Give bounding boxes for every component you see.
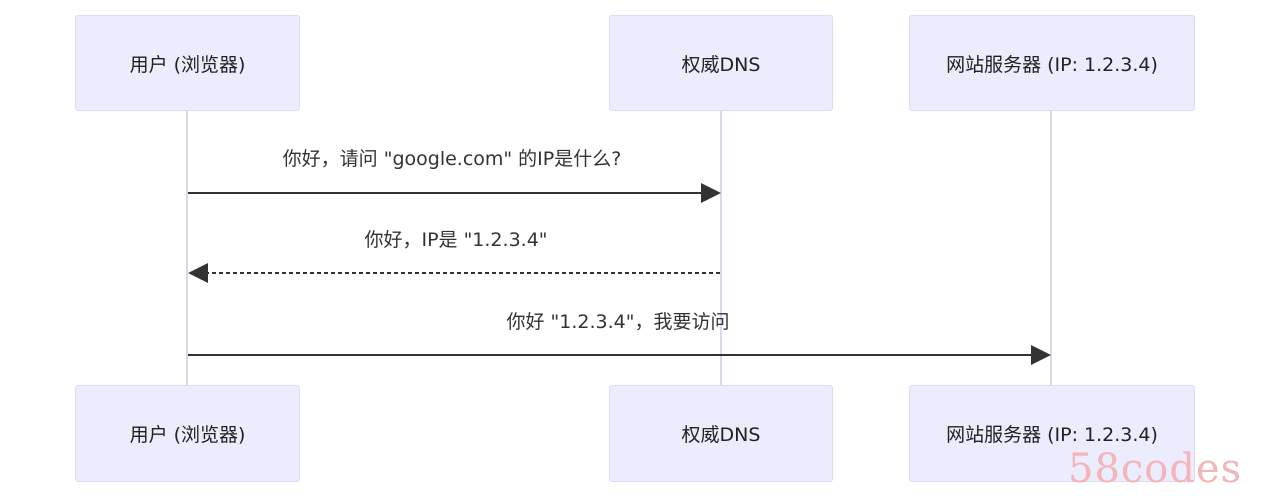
message-label-1: 你好，请问 "google.com" 的IP是什么? <box>282 148 622 170</box>
actor-server-bottom: 网站服务器 (IP: 1.2.3.4) <box>909 385 1195 482</box>
actor-dns-bottom: 权威DNS <box>609 385 833 482</box>
message-label-2: 你好，IP是 "1.2.3.4" <box>364 229 548 251</box>
actor-user-bottom: 用户 (浏览器) <box>75 385 300 482</box>
actor-server-top: 网站服务器 (IP: 1.2.3.4) <box>909 15 1195 111</box>
message-label-3: 你好 "1.2.3.4"，我要访问 <box>506 311 730 333</box>
actor-user-top: 用户 (浏览器) <box>75 15 300 111</box>
watermark: 58codes <box>1068 446 1243 492</box>
actor-dns-top: 权威DNS <box>609 15 833 111</box>
